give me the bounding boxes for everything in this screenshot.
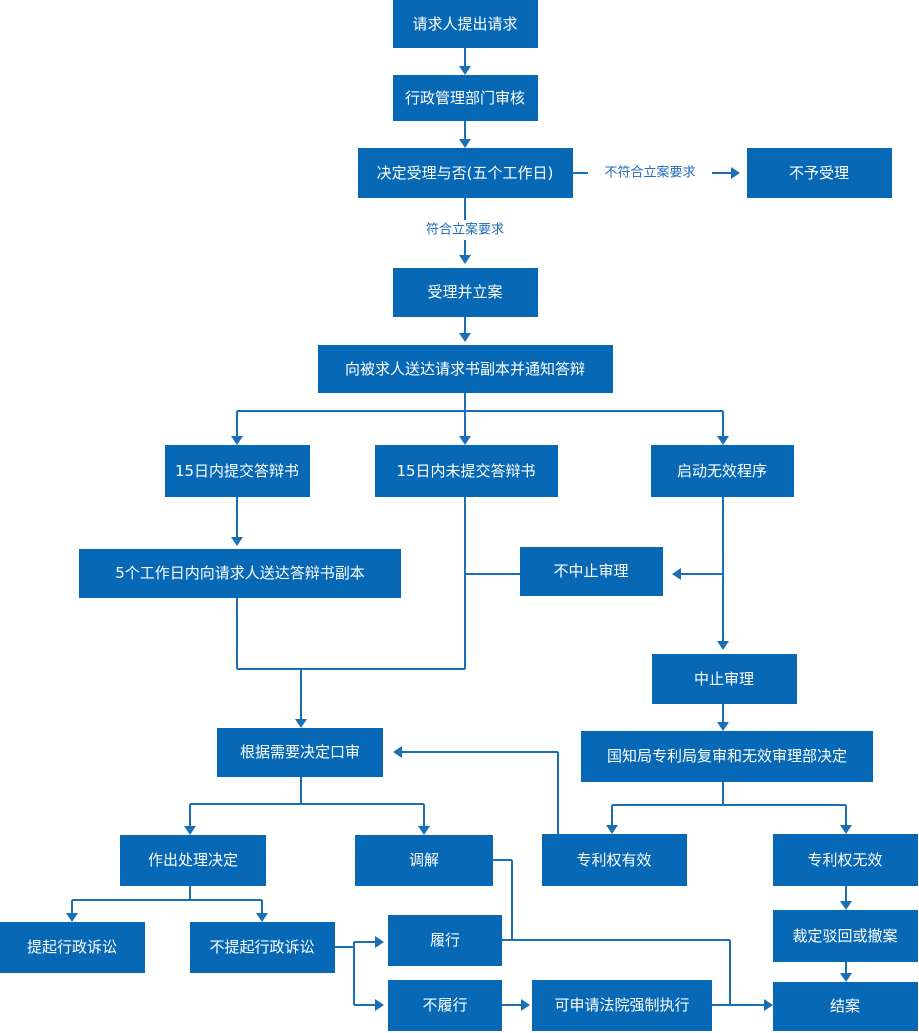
node-label: 不提起行政诉讼 (209, 938, 314, 956)
node-label: 15日内未提交答辩书 (396, 462, 535, 480)
node-no-suit: 不提起行政诉讼 (190, 922, 335, 973)
arrowhead (717, 641, 729, 650)
node-perform: 履行 (388, 915, 502, 966)
node-label: 不履行 (422, 996, 467, 1014)
node-patent-valid: 专利权有效 (542, 834, 687, 886)
node-label: 启动无效程序 (677, 462, 767, 480)
arrowhead (840, 973, 852, 982)
node-label: 专利权无效 (807, 851, 882, 869)
node-deliver-5days: 5个工作日内向请求人送达答辩书副本 (79, 549, 401, 598)
arrowhead (66, 913, 78, 922)
node-label: 不予受理 (789, 164, 849, 182)
arrowhead (459, 333, 471, 342)
arrowhead (717, 436, 729, 445)
node-label: 专利权有效 (576, 851, 651, 869)
node-patent-office: 国知局专利局复审和无效审理部决定 (581, 731, 873, 782)
node-label: 5个工作日内向请求人送达答辩书副本 (115, 564, 365, 582)
node-label: 受理并立案 (427, 283, 502, 301)
node-no-suspend: 不中止审理 (520, 547, 663, 596)
arrowhead (840, 901, 852, 910)
flowchart-edges (66, 48, 852, 1011)
arrowhead (459, 255, 471, 264)
node-submit-15days: 15日内提交答辩书 (165, 445, 310, 497)
node-admin-review: 行政管理部门审核 (393, 75, 538, 121)
arrowhead (231, 436, 243, 445)
arrowhead (606, 825, 618, 834)
node-request: 请求人提出请求 (393, 0, 538, 48)
node-label: 不中止审理 (553, 562, 628, 580)
arrowhead (375, 936, 384, 948)
node-label: 可申请法院强制执行 (554, 996, 689, 1014)
arrowhead (256, 913, 268, 922)
node-reject: 不予受理 (747, 148, 892, 198)
node-label: 决定受理与否(五个工作日) (377, 164, 554, 182)
node-label: 中止审理 (694, 670, 754, 688)
node-mediation: 调解 (355, 835, 493, 886)
node-label: 向被求人送达请求书副本并通知答辩 (345, 360, 585, 378)
arrowhead (459, 66, 471, 75)
node-suspend: 中止审理 (652, 654, 797, 704)
node-label: 调解 (409, 851, 439, 869)
arrowhead (731, 167, 740, 179)
node-label: 国知局专利局复审和无效审理部决定 (607, 747, 847, 765)
arrowhead (184, 826, 196, 835)
node-label: 提起行政诉讼 (27, 938, 117, 956)
arrowhead (840, 825, 852, 834)
node-not-submit-15days: 15日内未提交答辩书 (375, 445, 558, 497)
arrowhead (295, 719, 307, 728)
arrowhead (764, 999, 773, 1011)
arrowhead (717, 722, 729, 731)
node-start-invalid: 启动无效程序 (651, 445, 794, 497)
node-close-case: 结案 (773, 982, 918, 1031)
edge-label-meet-requirement: 符合立案要求 (426, 222, 504, 238)
node-ruling-reject: 裁定驳回或撤案 (773, 910, 918, 962)
arrowhead (521, 999, 530, 1011)
arrowhead (459, 139, 471, 148)
edge-label-not-meet-requirement: 不符合立案要求 (604, 165, 695, 181)
node-label: 根据需要决定口审 (240, 743, 360, 761)
arrowhead (672, 568, 681, 580)
node-court-enforce: 可申请法院强制执行 (532, 980, 712, 1031)
node-patent-invalid: 专利权无效 (773, 834, 918, 886)
node-label: 履行 (430, 931, 460, 949)
node-not-perform: 不履行 (388, 980, 502, 1031)
arrowhead (393, 746, 402, 758)
node-label: 作出处理决定 (148, 851, 238, 869)
arrowhead (459, 436, 471, 445)
node-label: 结案 (830, 997, 860, 1015)
node-accept-file: 受理并立案 (393, 268, 538, 317)
node-decide-accept: 决定受理与否(五个工作日) (358, 148, 573, 198)
node-oral-hearing: 根据需要决定口审 (217, 728, 383, 777)
node-deliver-copy: 向被求人送达请求书副本并通知答辩 (318, 345, 613, 393)
arrowhead (231, 537, 243, 546)
arrowhead (375, 999, 384, 1011)
node-label: 请求人提出请求 (412, 15, 517, 33)
node-make-decision: 作出处理决定 (120, 835, 266, 886)
node-label: 裁定驳回或撤案 (792, 927, 897, 945)
node-label: 行政管理部门审核 (405, 89, 525, 107)
node-label: 15日内提交答辩书 (175, 462, 299, 480)
arrowhead (418, 826, 430, 835)
node-file-suit: 提起行政诉讼 (0, 922, 145, 973)
